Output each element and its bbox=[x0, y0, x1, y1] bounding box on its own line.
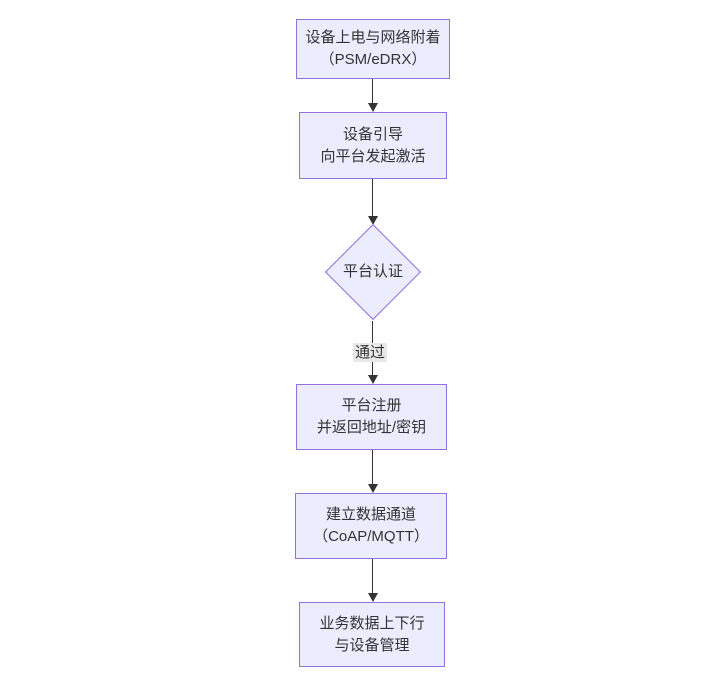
arrowhead-icon bbox=[368, 216, 378, 225]
node-channel-line2: （CoAP/MQTT） bbox=[313, 528, 429, 545]
node-bootstrap: 设备引导 向平台发起激活 bbox=[299, 112, 447, 179]
arrowhead-icon bbox=[368, 375, 378, 384]
arrowhead-icon bbox=[368, 593, 378, 602]
edge-channel-to-business bbox=[372, 559, 373, 594]
node-business-line1: 业务数据上下行 bbox=[319, 614, 425, 632]
node-business: 业务数据上下行 与设备管理 bbox=[299, 602, 445, 667]
edge-attach-to-bootstrap bbox=[372, 79, 373, 104]
node-bootstrap-line2: 向平台发起激活 bbox=[320, 147, 426, 165]
node-register-line1: 平台注册 bbox=[341, 397, 402, 414]
node-channel: 建立数据通道 （CoAP/MQTT） bbox=[295, 493, 447, 559]
edge-register-to-channel bbox=[372, 450, 373, 485]
edge-label-pass: 通过 bbox=[353, 343, 388, 362]
node-power-attach: 设备上电与网络附着 （PSM/eDRX） bbox=[296, 19, 450, 79]
node-business-line2: 与设备管理 bbox=[334, 636, 410, 654]
arrowhead-icon bbox=[368, 103, 378, 112]
node-channel-line1: 建立数据通道 bbox=[325, 506, 416, 523]
node-power-attach-line2: （PSM/eDRX） bbox=[319, 51, 427, 68]
node-register-line2: 并返回地址/密钥 bbox=[316, 419, 427, 436]
node-platform-auth-label: 平台认证 bbox=[342, 263, 403, 280]
edge-bootstrap-to-auth bbox=[372, 179, 373, 217]
node-bootstrap-line1: 设备引导 bbox=[342, 125, 403, 143]
arrowhead-icon bbox=[368, 484, 378, 493]
node-power-attach-line1: 设备上电与网络附着 bbox=[305, 29, 441, 46]
node-register: 平台注册 并返回地址/密钥 bbox=[296, 384, 447, 450]
